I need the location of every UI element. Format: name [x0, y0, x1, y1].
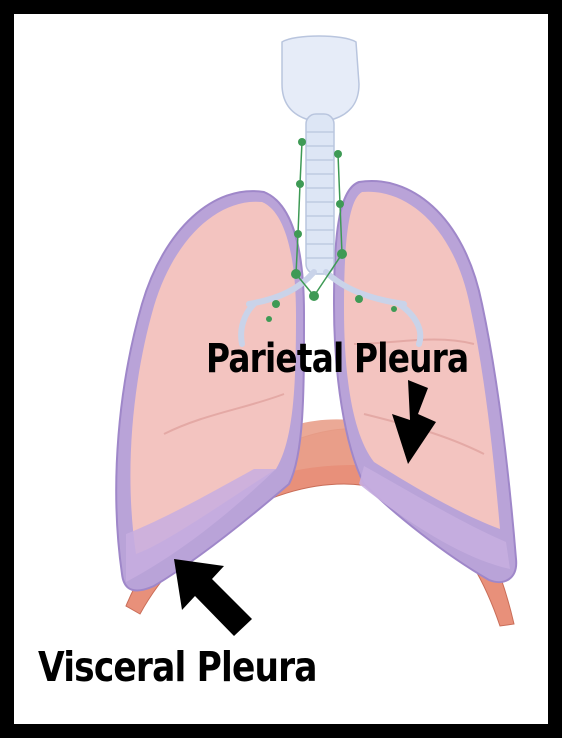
- parietal-pleura-label: Parietal Pleura: [206, 339, 468, 379]
- larynx: [282, 36, 359, 119]
- arrow-up-left-icon: [174, 559, 252, 636]
- trachea: [306, 114, 334, 274]
- visceral-pleura-label: Visceral Pleura: [38, 647, 317, 688]
- diagram-panel: Parietal Pleura Visceral Pleura: [14, 14, 548, 724]
